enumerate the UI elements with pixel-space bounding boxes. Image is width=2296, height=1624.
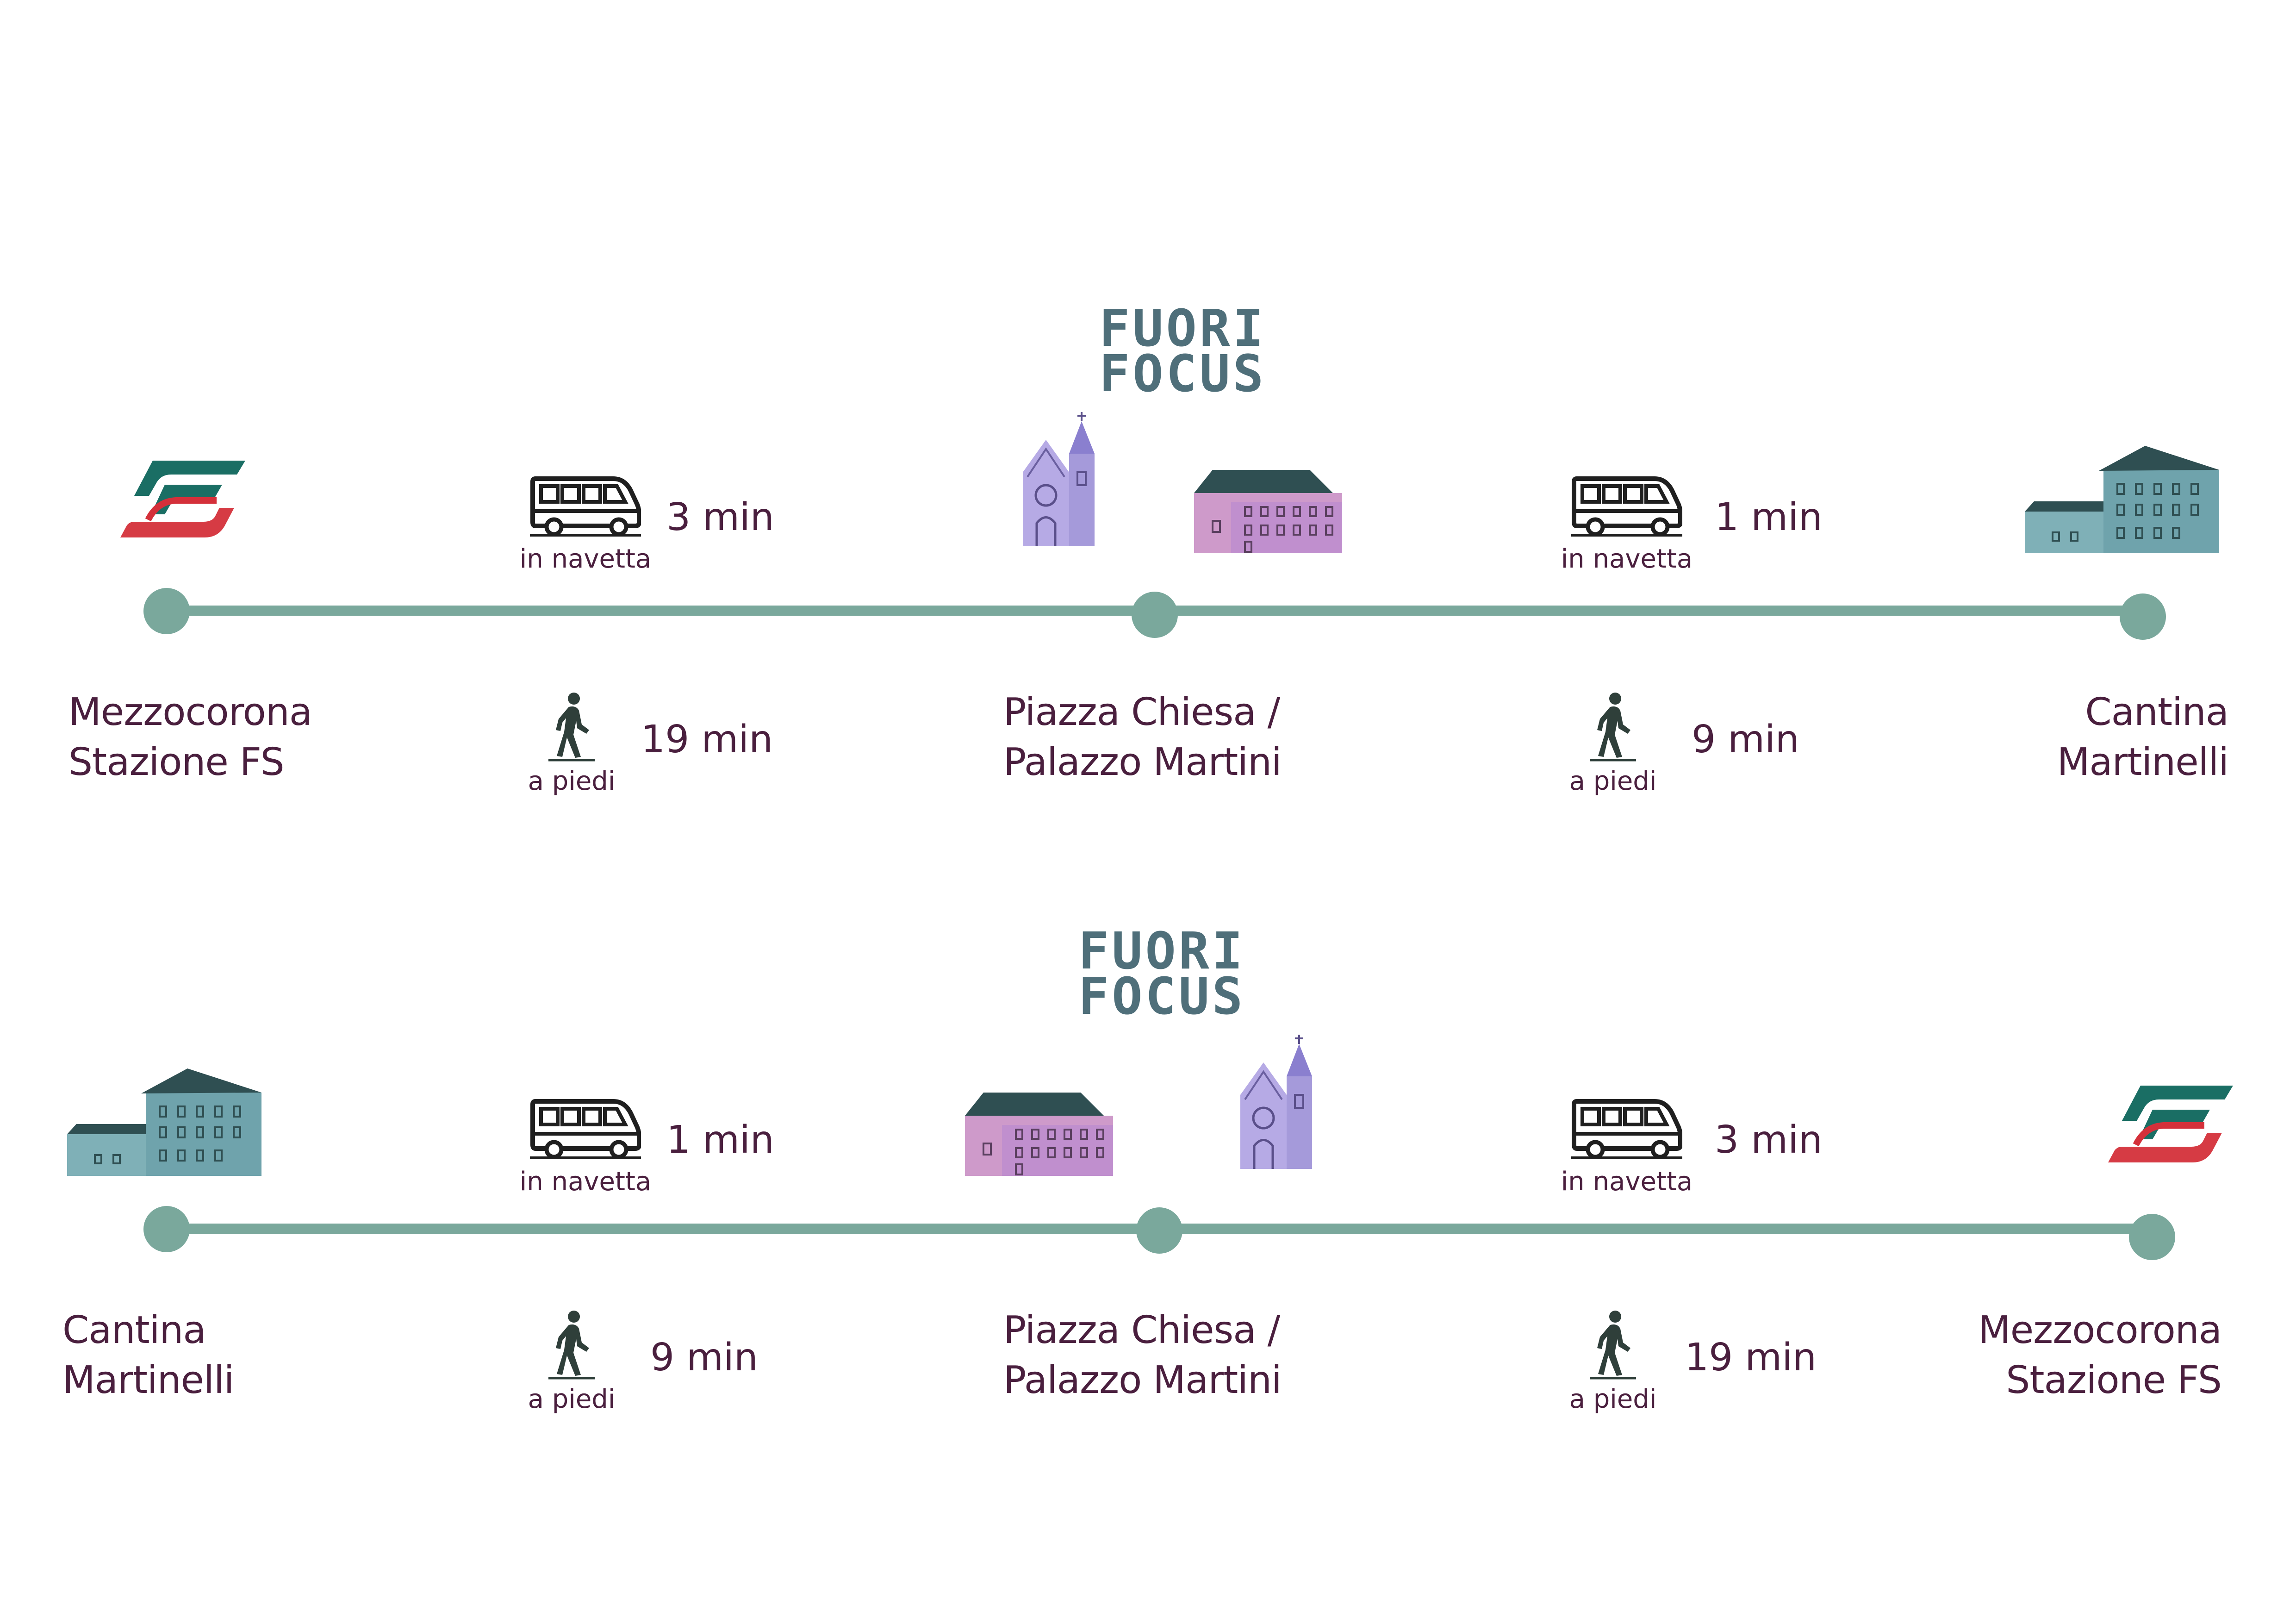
- walk-time: 9 min: [1692, 718, 1799, 762]
- stop-label-start: Mezzocorona Stazione FS: [68, 690, 312, 784]
- walk-time: 19 min: [641, 718, 773, 762]
- church-icon: [1018, 412, 1111, 551]
- route-1: FUORI FOCUS 3 min in navetta 1 min in na…: [0, 0, 2296, 796]
- cantina-building-icon: [2025, 442, 2219, 553]
- church-icon: [1236, 1035, 1328, 1174]
- shuttle-time: 1 min: [666, 1118, 774, 1162]
- stop-dot-end: [2129, 1214, 2175, 1260]
- walk-label: a piedi: [528, 766, 616, 796]
- shuttle-time: 3 min: [666, 495, 774, 539]
- walk-time: 19 min: [1685, 1336, 1817, 1380]
- shuttle-label: in navetta: [519, 544, 652, 574]
- shuttle-bus-icon: [530, 1095, 641, 1160]
- walk-label: a piedi: [1569, 766, 1657, 796]
- shuttle-label: in navetta: [519, 1167, 652, 1197]
- fuori-focus-label: FUORI FOCUS: [1078, 921, 1246, 1026]
- shuttle-bus-icon: [530, 472, 641, 537]
- palazzo-icon: [965, 1074, 1113, 1176]
- walk-label: a piedi: [528, 1384, 616, 1414]
- stop-label-end: Mezzocorona Stazione FS: [1978, 1308, 2222, 1402]
- route-2: FUORI FOCUS 1 min in navetta 3 min in na…: [0, 620, 2296, 1414]
- palazzo-icon: [1194, 451, 1342, 553]
- stop-label-middle: Piazza Chiesa / Palazzo Martini: [1003, 690, 1282, 784]
- stop-dot-end: [2120, 593, 2166, 640]
- stop-dot-start: [143, 588, 190, 634]
- walk-time: 9 min: [650, 1336, 758, 1380]
- shuttle-bus-icon: [1571, 472, 1682, 537]
- shuttle-time: 3 min: [1715, 1118, 1823, 1162]
- fuori-focus-label: FUORI FOCUS: [1099, 299, 1267, 403]
- fs-railway-logo-icon: [120, 456, 250, 549]
- shuttle-time: 1 min: [1715, 495, 1823, 539]
- walk-label: a piedi: [1569, 1384, 1657, 1414]
- cantina-building-icon: [67, 1065, 261, 1176]
- stop-dot-middle: [1132, 592, 1178, 638]
- stop-dot-middle: [1136, 1207, 1182, 1254]
- stop-dot-start: [143, 1206, 190, 1252]
- shuttle-label: in navetta: [1561, 544, 1693, 574]
- shuttle-bus-icon: [1571, 1095, 1682, 1160]
- walking-person-icon: [1590, 1310, 1636, 1380]
- stop-label-end: Cantina Martinelli: [2057, 690, 2229, 784]
- shuttle-label: in navetta: [1561, 1167, 1693, 1197]
- stop-label-middle: Piazza Chiesa / Palazzo Martini: [1003, 1308, 1282, 1402]
- stop-label-start: Cantina Martinelli: [62, 1308, 234, 1402]
- walking-person-icon: [548, 1310, 595, 1380]
- fs-railway-logo-icon: [2108, 1081, 2238, 1174]
